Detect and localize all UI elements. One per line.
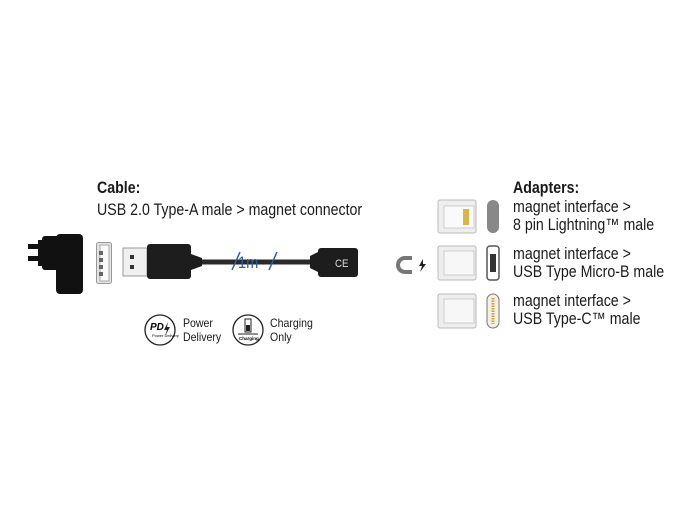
feature-label-line2: Delivery — [183, 330, 222, 344]
adapters-heading: Adapters: — [513, 179, 580, 197]
feature-label-line1: Charging — [270, 316, 313, 330]
feature-label-line1: Power — [183, 316, 213, 330]
adapter-line1: magnet interface > — [513, 245, 631, 263]
micro-b-adapter-icon — [437, 245, 500, 281]
svg-text:Charging: Charging — [239, 336, 259, 341]
ce-mark: CE — [335, 258, 349, 270]
usb-a-port-icon — [96, 242, 112, 284]
usb-cable-icon — [122, 244, 358, 279]
cable-length-label: 1m — [238, 253, 259, 272]
svg-text:Power Delivery: Power Delivery — [152, 333, 179, 338]
wall-charger-icon — [28, 234, 83, 294]
adapter-line2: USB Type-C™ male — [513, 310, 641, 328]
adapter-line2: USB Type Micro-B male — [513, 263, 665, 281]
charging-icon: Charging — [232, 314, 264, 346]
feature-label-line2: Only — [270, 330, 292, 344]
svg-text:PD: PD — [150, 322, 164, 333]
adapter-line1: magnet interface > — [513, 198, 631, 216]
adapter-images — [437, 199, 500, 329]
cable-heading: Cable: — [97, 179, 141, 197]
adapter-line1: magnet interface > — [513, 292, 631, 310]
lightning-adapter-icon — [437, 199, 499, 234]
usb-c-adapter-icon — [437, 293, 500, 329]
cable-description: USB 2.0 Type-A male > magnet connector — [97, 201, 363, 219]
power-delivery-icon: PD Power Delivery — [144, 314, 179, 346]
adapter-line2: 8 pin Lightning™ male — [513, 216, 655, 234]
magnet-icon — [396, 256, 426, 274]
